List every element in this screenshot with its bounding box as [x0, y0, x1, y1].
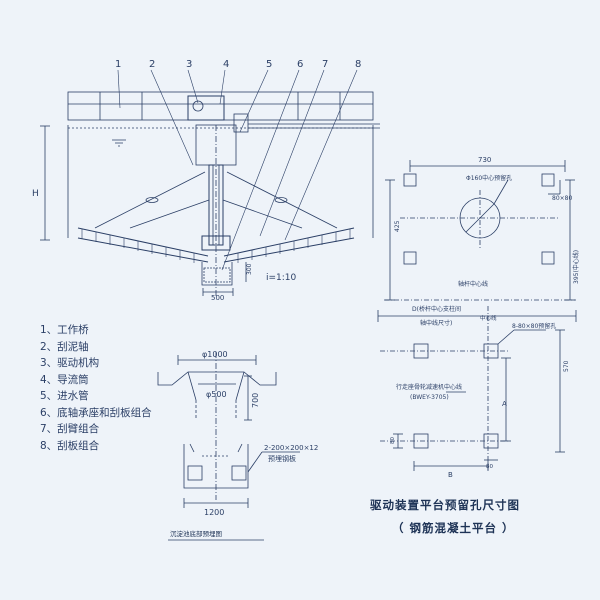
drawing-title: 驱动装置平台预留孔尺寸图 [370, 498, 520, 512]
callout-3: 3 [186, 59, 192, 70]
scraper-arms [77, 227, 355, 263]
pit-dim-side: 700 [251, 393, 260, 408]
pit-dim-top: φ1000 [202, 350, 228, 359]
bridge-hole-label: 8-80×80预留孔 [512, 322, 556, 330]
plan-dim-square: 80×80 [552, 195, 572, 202]
pit-detail [157, 352, 300, 541]
pit-dim-inner: φ500 [206, 390, 227, 399]
dim-500: 500 [211, 294, 224, 302]
elevation-view: 1 2 3 4 5 6 7 8 [32, 59, 380, 302]
bridge-dim-80-left: 80 [390, 437, 396, 444]
bridge-note-top-1: D(桥杆中心支柱间 [412, 305, 461, 313]
plan-dim-left: 425 [394, 220, 401, 232]
pit-caption: 沉淀池底部预埋图 [170, 530, 222, 538]
bridge-label-b: B [448, 471, 453, 479]
plan-hole-note: Φ160中心预留孔 [466, 174, 512, 182]
tank-walls [40, 125, 374, 241]
legend-item: 3、驱动机构 [40, 357, 100, 369]
slope-label: i=1:10 [266, 273, 297, 283]
callout-4: 4 [223, 59, 229, 70]
legend-item: 2、刮泥轴 [40, 340, 89, 353]
drawing-subtitle: （ 钢筋混凝土平台 ） [392, 521, 515, 535]
pit-note-1: 2-200×200×12 [264, 444, 318, 452]
legend-item: 4、导流筒 [40, 373, 89, 386]
bridge-note-mid-2: (BWEY-3705) [410, 394, 449, 401]
callout-6: 6 [297, 59, 303, 70]
pit-note-2: 预埋钢板 [268, 454, 296, 463]
pit-dim-bottom: 1200 [204, 508, 224, 517]
bridge-plan [377, 306, 577, 471]
bridge-dim-80-bottom: 80 [486, 464, 493, 470]
bridge-dim-570: 570 [563, 360, 570, 372]
bottom-pit-elevation [201, 262, 247, 296]
callout-1: 1 [115, 59, 121, 70]
legend-list: 1、工作桥 2、刮泥轴 3、驱动机构 4、导流筒 5、进水管 6、底轴承座和刮板… [40, 322, 152, 454]
legend-item: 8、刮板组合 [40, 439, 100, 452]
callout-7: 7 [322, 59, 328, 70]
bridge-note-top-2: 轴中线尺寸) [420, 319, 452, 327]
plan-dim-right: 395(中心线) [572, 250, 580, 284]
dim-300: 300 [246, 263, 253, 275]
scraper-blades [81, 229, 351, 263]
plan-axis-note: 轴杆中心线 [458, 280, 488, 288]
legend-item: 5、进水管 [40, 390, 89, 402]
tie-rods [94, 171, 338, 229]
callout-5: 5 [266, 59, 272, 70]
bridge-center-label: 中心线 [480, 314, 497, 322]
callout-2: 2 [149, 59, 155, 70]
height-label: H [32, 189, 39, 199]
callout-8: 8 [355, 59, 361, 70]
legend-item: 7、刮臂组合 [40, 423, 100, 435]
leader-lines [117, 69, 358, 271]
plan-view [384, 160, 576, 301]
bridge-note-mid-1: 行走座骨轮减速机中心线 [396, 383, 462, 391]
legend-item: 1、工作桥 [40, 324, 89, 336]
bridge-label-a: A [502, 400, 507, 408]
legend-item: 6、底轴承座和刮板组合 [40, 406, 152, 419]
callout-numbers: 1 2 3 4 5 6 7 8 [115, 59, 361, 70]
center-shaft [195, 124, 237, 298]
plan-dim-width: 730 [478, 156, 491, 164]
